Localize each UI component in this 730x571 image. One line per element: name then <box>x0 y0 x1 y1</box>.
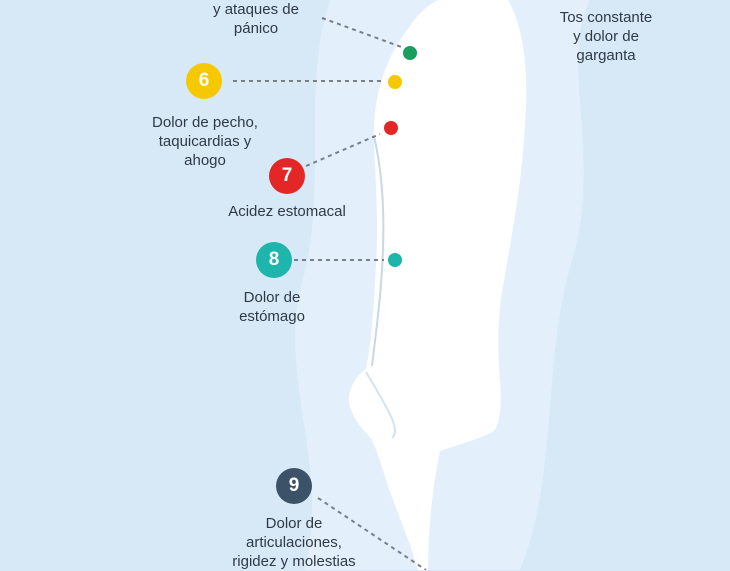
human-body-silhouette <box>348 0 527 570</box>
forearm-shadow <box>365 371 397 439</box>
body-point-6 <box>388 75 402 89</box>
badge-7: 7 <box>269 158 305 194</box>
body-point-panic <box>403 46 417 60</box>
connector-line-panic <box>321 17 405 49</box>
label-9: Dolor de articulaciones, rigidez y moles… <box>232 515 356 570</box>
body-point-8 <box>388 253 402 267</box>
label-6: Dolor de pecho, taquicardias y ahogo <box>152 114 258 169</box>
badge-9: 9 <box>276 468 312 504</box>
label-panic-attacks: y ataques de pánico <box>213 1 299 37</box>
badge-8: 8 <box>256 242 292 278</box>
badge-6: 6 <box>186 63 222 99</box>
label-8: Dolor de estómago <box>239 289 305 325</box>
forearm-outline <box>371 135 385 367</box>
label-cough-throat: Tos constante y dolor de garganta <box>559 9 653 64</box>
connector-line-9 <box>317 497 427 570</box>
label-7: Acidez estomacal <box>228 203 346 220</box>
body-point-7 <box>384 121 398 135</box>
connector-line-7 <box>305 133 381 167</box>
